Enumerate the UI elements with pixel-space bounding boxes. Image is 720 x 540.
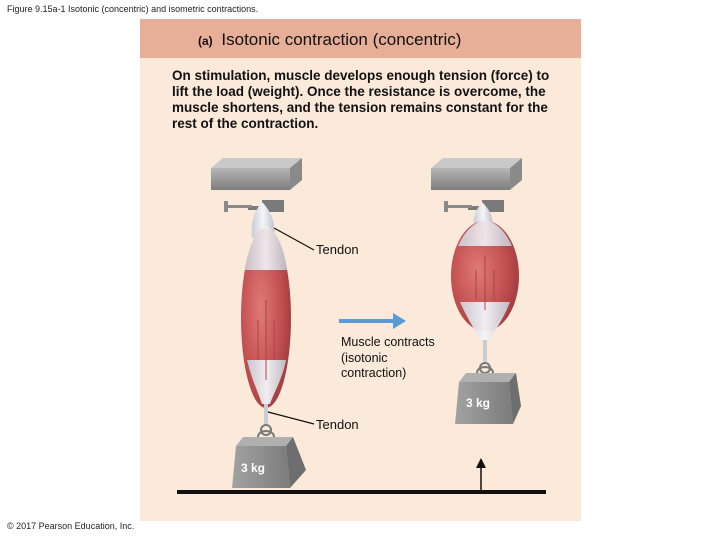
label-tendon-bottom: Tendon bbox=[316, 417, 359, 432]
weight-left bbox=[232, 430, 306, 488]
label-weight-left: 3 kg bbox=[241, 461, 266, 475]
muscle-right bbox=[451, 202, 519, 374]
weight-right bbox=[455, 366, 521, 424]
muscle-left bbox=[241, 202, 291, 436]
label-muscle-contracts: Muscle contracts (isotonic contraction) bbox=[341, 335, 435, 380]
contraction-arrow-icon bbox=[339, 313, 406, 329]
clamp-right bbox=[431, 158, 522, 212]
panel-title-text: Isotonic contraction (concentric) bbox=[221, 30, 462, 49]
leader-tendon-top bbox=[273, 227, 315, 251]
panel-label: (a) bbox=[198, 34, 213, 48]
panel-header-band bbox=[140, 19, 581, 58]
label-tendon-top: Tendon bbox=[316, 242, 359, 257]
label-weight-right: 3 kg bbox=[466, 396, 491, 410]
clamp-left bbox=[211, 158, 302, 212]
copyright-notice: © 2017 Pearson Education, Inc. bbox=[7, 521, 135, 531]
ground-line bbox=[177, 490, 546, 494]
leader-tendon-bottom bbox=[267, 411, 315, 425]
lift-arrow-icon bbox=[476, 458, 486, 490]
figure-caption: Figure 9.15a-1 Isotonic (concentric) and… bbox=[7, 4, 259, 14]
panel-title: (a) Isotonic contraction (concentric) bbox=[198, 30, 461, 50]
panel-description: On stimulation, muscle develops enough t… bbox=[172, 68, 550, 131]
